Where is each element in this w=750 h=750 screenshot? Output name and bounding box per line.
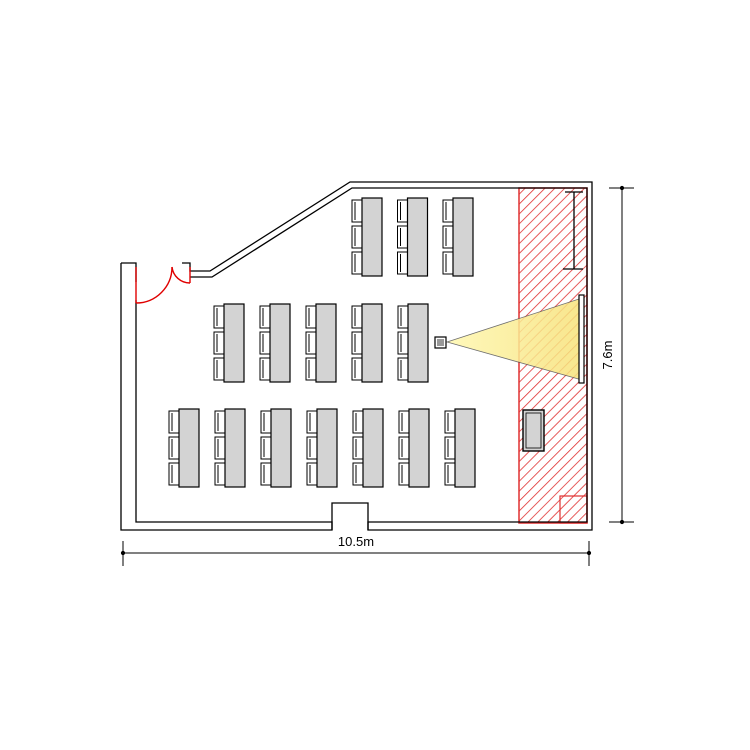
chair-icon [397,251,409,275]
table [406,197,429,277]
lectern-icon [522,409,545,452]
table [452,197,474,277]
table [315,303,337,383]
chair-icon [352,410,365,434]
chair-icon [213,357,226,381]
projector-icon [434,336,447,349]
desk-set [306,408,338,488]
seating-area [168,197,476,488]
chair-icon [351,331,364,355]
table [270,408,292,488]
walls [120,181,593,531]
chair-icon [351,225,364,249]
chair-icon [260,436,273,460]
table [361,303,383,383]
desk-set [351,197,383,277]
chair-icon [305,305,318,329]
chair-icon [444,436,457,460]
desk-set [352,408,384,488]
chair-icon [351,305,364,329]
table [269,303,291,383]
chair-icon [397,305,410,329]
entrance-door[interactable] [135,266,191,304]
chair-icon [351,199,364,223]
desk-set [259,303,291,383]
chair-icon [259,357,272,381]
projection-beam [445,297,583,381]
desk-set [444,408,476,488]
desk-set [260,408,292,488]
projection-screen-icon [578,294,585,384]
desk-set [168,408,200,488]
table [454,408,476,488]
table [316,408,338,488]
chair-icon [214,462,227,486]
chair-icon [351,357,364,381]
chair-icon [351,251,364,275]
chair-icon [306,462,319,486]
chair-icon [213,331,226,355]
table [408,408,430,488]
chair-icon [444,410,457,434]
whiteboard-icon [563,191,583,270]
desk-set [213,303,245,383]
chair-icon [259,305,272,329]
chair-icon [306,436,319,460]
chair-icon [168,462,181,486]
chair-icon [397,225,409,249]
chair-icon [352,462,365,486]
table [224,408,246,488]
chair-icon [442,251,455,275]
table [223,303,245,383]
chair-icon [260,462,273,486]
chair-icon [397,199,409,223]
table [407,303,429,383]
chair-icon [397,331,410,355]
chair-icon [398,462,411,486]
desk-set [351,303,383,383]
chair-icon [305,331,318,355]
chair-icon [168,436,181,460]
chair-icon [397,357,410,381]
chair-icon [442,199,455,223]
height-label: 7.6m [600,341,615,370]
chair-icon [442,225,455,249]
desk-set [397,303,429,383]
chair-icon [398,410,411,434]
chair-icon [214,410,227,434]
chair-icon [444,462,457,486]
desk-set [398,408,430,488]
chair-icon [259,331,272,355]
chair-icon [214,436,227,460]
desk-set [397,197,429,277]
chair-icon [305,357,318,381]
chair-icon [260,410,273,434]
desk-set [214,408,246,488]
chair-icon [306,410,319,434]
table [361,197,383,277]
table [362,408,384,488]
desk-set [442,197,474,277]
width-dimension [120,541,592,566]
desk-set [305,303,337,383]
chair-icon [398,436,411,460]
height-dimension [609,185,634,525]
chair-icon [168,410,181,434]
table [178,408,200,488]
chair-icon [352,436,365,460]
width-label: 10.5m [338,534,374,549]
chair-icon [213,305,226,329]
